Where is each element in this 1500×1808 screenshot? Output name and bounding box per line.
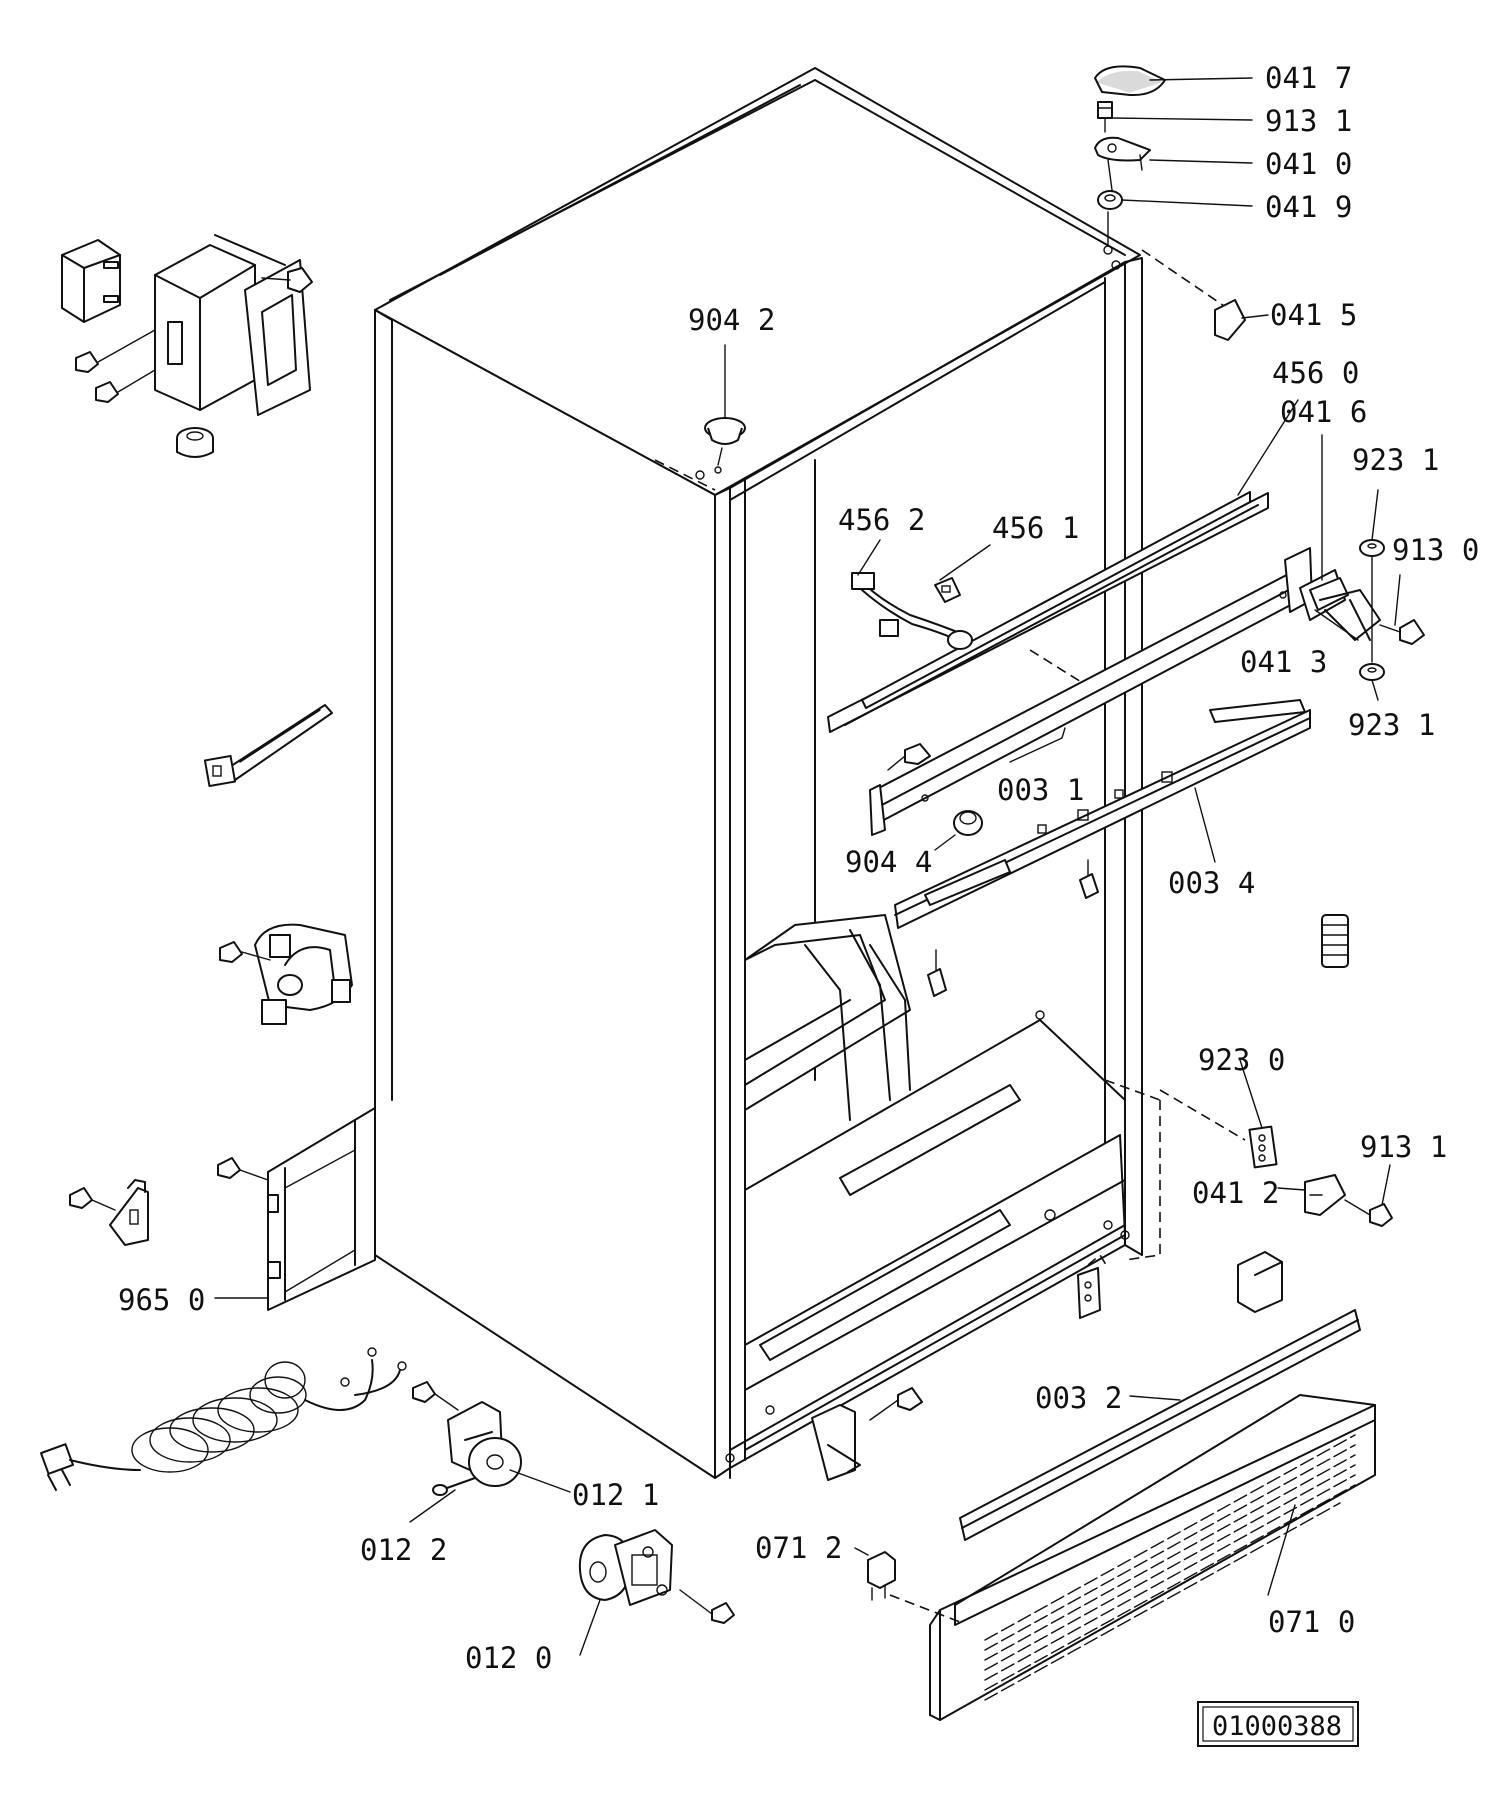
top-hinge-assembly: [1094, 65, 1246, 341]
callout-913-0: 913 0: [1392, 533, 1479, 567]
clip-071-2: [867, 1551, 961, 1623]
screw: [412, 1381, 459, 1411]
callout-456-2: 456 2: [838, 503, 925, 537]
cover-plug-904-2: [704, 417, 746, 474]
callout-012-0: 012 0: [465, 1641, 552, 1675]
leader-lines: [214, 77, 1401, 1656]
screw: [217, 1157, 269, 1181]
upper-rail-456-0: [827, 491, 1269, 733]
bracket-plate: [1077, 1267, 1101, 1319]
roller-012-1: [412, 1381, 522, 1496]
callout-041-2: 041 2: [1192, 1176, 1279, 1210]
screw: [887, 743, 931, 771]
base-clip: [811, 1387, 923, 1481]
drawing-number-box: 01000388: [1197, 1701, 1359, 1747]
screw: [69, 1187, 116, 1211]
callout-904-2: 904 2: [688, 303, 775, 337]
callout-003-4: 003 4: [1168, 866, 1255, 900]
screw: [75, 329, 156, 373]
callout-965-0: 965 0: [118, 1283, 205, 1317]
screw: [1079, 859, 1099, 899]
lower-rail-003-4: [894, 699, 1311, 997]
callout-071-0: 071 0: [1268, 1605, 1355, 1639]
stop-block: [1237, 1251, 1283, 1313]
callout-041-6: 041 6: [1280, 395, 1367, 429]
relay-box-assembly: [61, 234, 313, 458]
hinge-plate-923-0: [1248, 1125, 1278, 1169]
callout-456-1: 456 1: [992, 511, 1079, 545]
spring: [1321, 914, 1349, 968]
callout-923-1-bottom: 923 1: [1348, 708, 1435, 742]
callout-923-1-top: 923 1: [1352, 443, 1439, 477]
screw-913-1: [1344, 1199, 1393, 1227]
callout-012-2: 012 2: [360, 1533, 447, 1567]
clip-456-1: [934, 577, 961, 603]
callout-904-4: 904 4: [845, 845, 932, 879]
callout-003-2: 003 2: [1035, 1381, 1122, 1415]
callout-041-5: 041 5: [1270, 298, 1357, 332]
hinge-rail-003-1: [869, 547, 1313, 836]
relay: [61, 239, 121, 323]
callout-041-9: 041 9: [1265, 190, 1352, 224]
callout-labels: 041 7 913 1 041 0 041 9 041 5 904 2 456 …: [118, 61, 1479, 1675]
roller-012-0: [578, 1529, 735, 1624]
screw: [261, 267, 313, 293]
callout-923-0: 923 0: [1198, 1043, 1285, 1077]
screw: [219, 941, 271, 963]
thermostat-bracket: [219, 923, 353, 1025]
cabinet-body: [374, 67, 1246, 1479]
callout-456-0: 456 0: [1272, 356, 1359, 390]
screw-913-0: [1379, 619, 1425, 645]
callout-913-1-bottom: 913 1: [1360, 1130, 1447, 1164]
plug-904-4: [953, 810, 983, 836]
drawing-number: 01000388: [1212, 1711, 1342, 1742]
hinge-washer: [1097, 190, 1123, 210]
wire-harness-456-2: [851, 572, 973, 650]
callout-041-3: 041 3: [1240, 645, 1327, 679]
callout-012-1: 012 1: [572, 1478, 659, 1512]
screw: [679, 1589, 735, 1624]
rear-insulation-panel: [217, 1107, 376, 1311]
callout-003-1: 003 1: [997, 773, 1084, 807]
trim-strip-003-2: [959, 1309, 1361, 1541]
callout-041-0: 041 0: [1265, 147, 1352, 181]
right-hinge-041-3: [1299, 539, 1425, 681]
callout-041-7: 041 7: [1265, 61, 1352, 95]
screw: [927, 949, 947, 997]
clamp-bracket: [69, 1179, 149, 1246]
callout-071-2: 071 2: [755, 1531, 842, 1565]
axle-pin-012-2: [432, 1477, 476, 1496]
cable-tie: [203, 704, 333, 788]
hinge-screw-top: [1097, 101, 1113, 119]
door-stop-block: [1214, 299, 1246, 341]
hinge-plate: [1094, 136, 1151, 162]
power-cord: [40, 1347, 407, 1491]
screw: [869, 1387, 923, 1421]
lower-hinge-041-2: [1077, 1125, 1393, 1319]
callout-913-1-top: 913 1: [1265, 104, 1352, 138]
screw: [95, 369, 156, 403]
